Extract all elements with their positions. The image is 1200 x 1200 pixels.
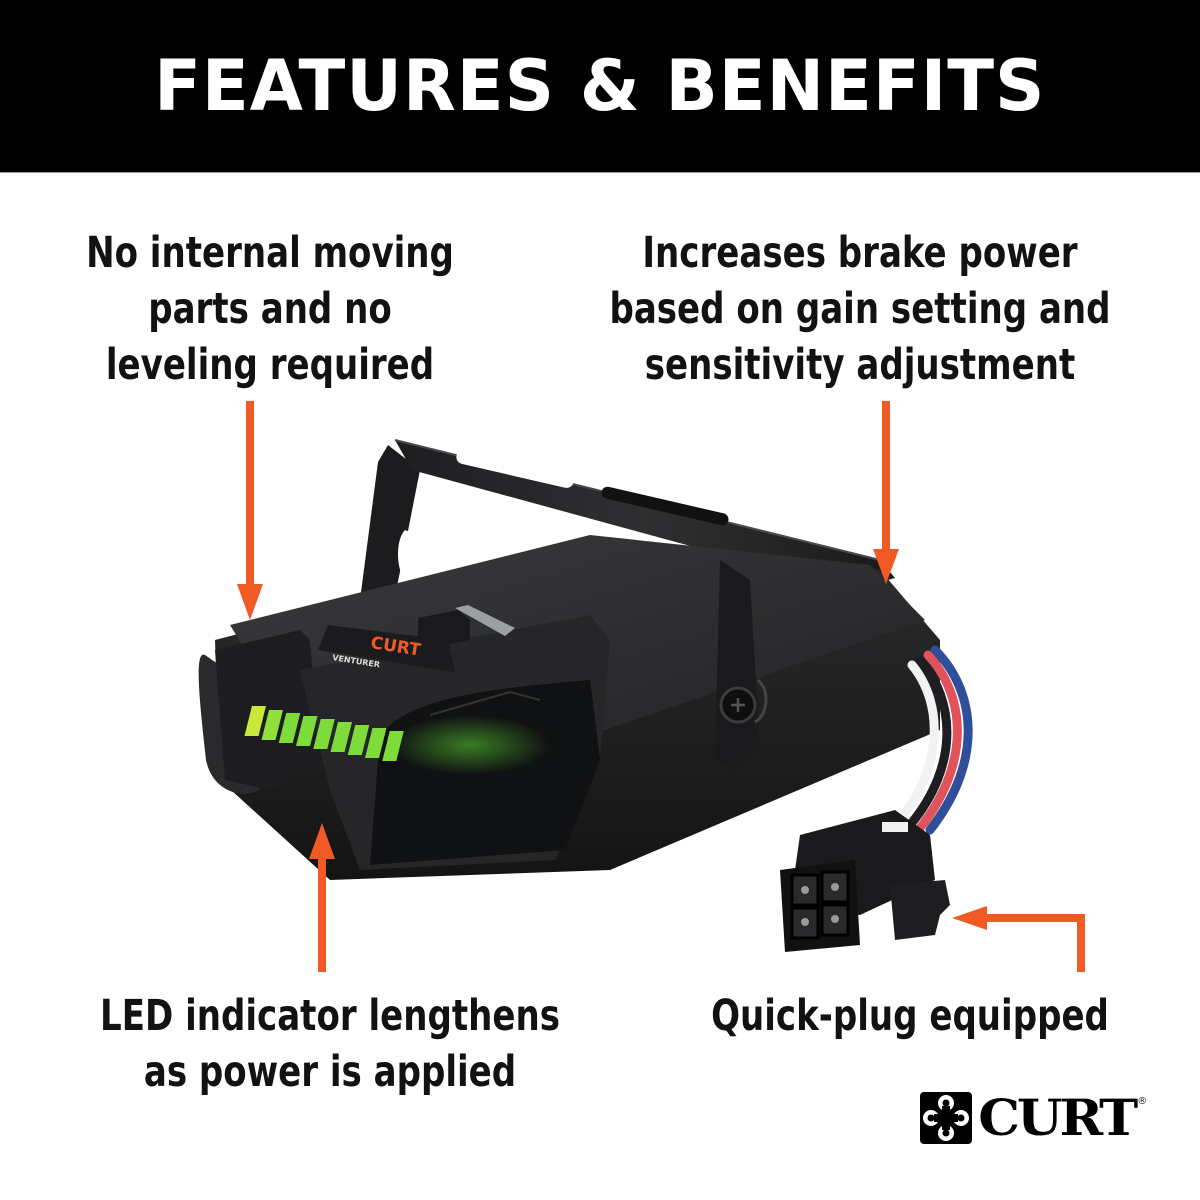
wire-harness — [893, 645, 973, 835]
callout-line: parts and no — [148, 284, 392, 334]
registered-mark: ® — [1137, 1096, 1148, 1107]
callout-line: based on gain setting and — [609, 284, 1111, 334]
callout-quick-plug: Quick-plug equipped — [672, 988, 1147, 1044]
callout-no-moving-parts: No internal moving parts and no leveling… — [50, 225, 490, 393]
callout-line: sensitivity adjustment — [644, 340, 1076, 390]
controller-body — [198, 535, 940, 880]
page-title: FEATURES & BENEFITS — [154, 45, 1046, 127]
callout-line: leveling required — [105, 340, 435, 390]
led-indicator — [244, 706, 404, 761]
callout-line: LED indicator lengthens — [100, 991, 560, 1041]
callout-brake-power: Increases brake power based on gain sett… — [596, 225, 1124, 393]
callout-line: No internal moving — [86, 228, 454, 278]
brand-wordmark: CURT — [978, 1088, 1138, 1147]
header-banner: FEATURES & BENEFITS — [0, 0, 1200, 173]
curt-logo-icon — [920, 1092, 972, 1144]
callout-line: Quick-plug equipped — [711, 991, 1109, 1041]
callout-line: Increases brake power — [642, 228, 1078, 278]
callout-line: as power is applied — [143, 1047, 517, 1097]
brand-logo: CURT ® — [920, 1090, 1147, 1146]
mounting-bracket — [360, 439, 895, 612]
quick-plug-connector — [780, 810, 950, 952]
callout-led-indicator: LED indicator lengthens as power is appl… — [57, 988, 603, 1100]
gain-slider-knob — [418, 605, 515, 648]
